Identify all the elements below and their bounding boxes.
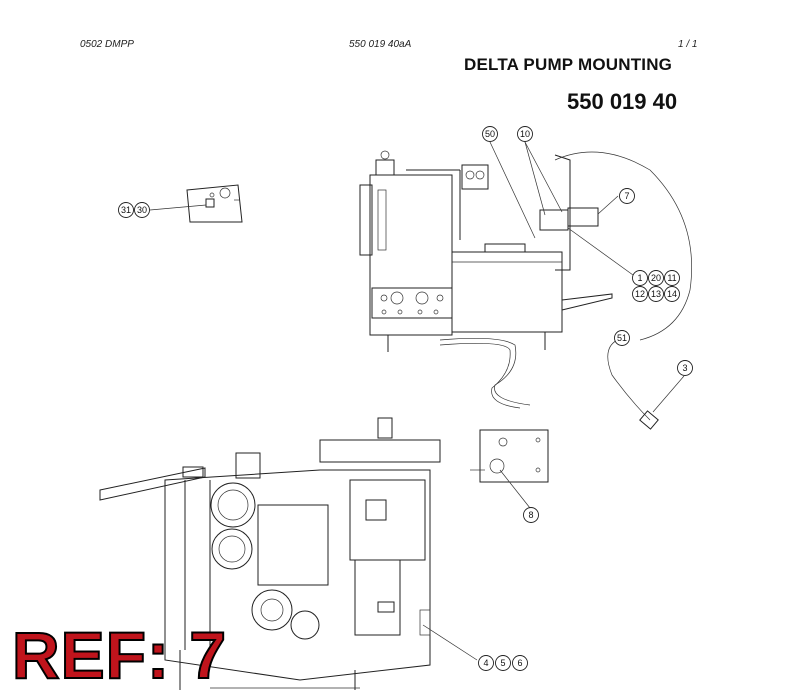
callout-3: 3	[677, 360, 693, 376]
svg-text:5: 5	[500, 658, 505, 668]
callout-14: 14	[664, 286, 680, 302]
svg-text:31: 31	[121, 205, 131, 215]
callout-5: 5	[495, 655, 511, 671]
page-indicator: 1 / 1	[678, 39, 698, 50]
callout-8: 8	[523, 507, 539, 523]
svg-text:7: 7	[624, 191, 629, 201]
svg-text:30: 30	[137, 205, 147, 215]
svg-text:11: 11	[667, 273, 676, 283]
svg-text:50: 50	[485, 129, 495, 139]
svg-text:14: 14	[667, 289, 677, 299]
svg-text:1: 1	[637, 273, 642, 283]
callout-30: 30	[134, 202, 150, 218]
doc-code: 0502 DMPP	[80, 39, 134, 50]
machine-assembly-bottom	[99, 417, 441, 690]
callout-50: 50	[482, 126, 498, 142]
callout-51: 51	[614, 330, 630, 346]
control-panel-drawing	[149, 184, 243, 223]
svg-text:3: 3	[682, 363, 687, 373]
mounting-plate-drawing	[470, 429, 549, 483]
ref-label: REF: 7	[11, 618, 228, 692]
svg-text:13: 13	[651, 289, 661, 299]
callout-7: 7	[619, 188, 635, 204]
callout-10: 10	[517, 126, 533, 142]
callout-20: 20	[648, 270, 664, 286]
callout-6: 6	[512, 655, 528, 671]
part-number: 550 019 40	[567, 89, 678, 114]
svg-text:12: 12	[635, 289, 645, 299]
pump-assembly-top	[359, 150, 613, 409]
svg-text:4: 4	[483, 658, 488, 668]
svg-text:51: 51	[617, 333, 627, 343]
callout-11: 11	[664, 270, 680, 286]
callout-1: 1	[632, 270, 648, 286]
callout-13: 13	[648, 286, 664, 302]
drawing-number: 550 019 40aA	[349, 39, 412, 50]
svg-text:8: 8	[528, 510, 533, 520]
svg-text:6: 6	[517, 658, 522, 668]
callout-12: 12	[632, 286, 648, 302]
cable-loops	[554, 151, 693, 430]
page-title: DELTA PUMP MOUNTING	[464, 55, 673, 74]
svg-text:10: 10	[520, 129, 530, 139]
leader-lines	[422, 141, 685, 661]
svg-text:20: 20	[651, 273, 661, 283]
callout-4: 4	[478, 655, 494, 671]
callout-31: 31	[118, 202, 134, 218]
